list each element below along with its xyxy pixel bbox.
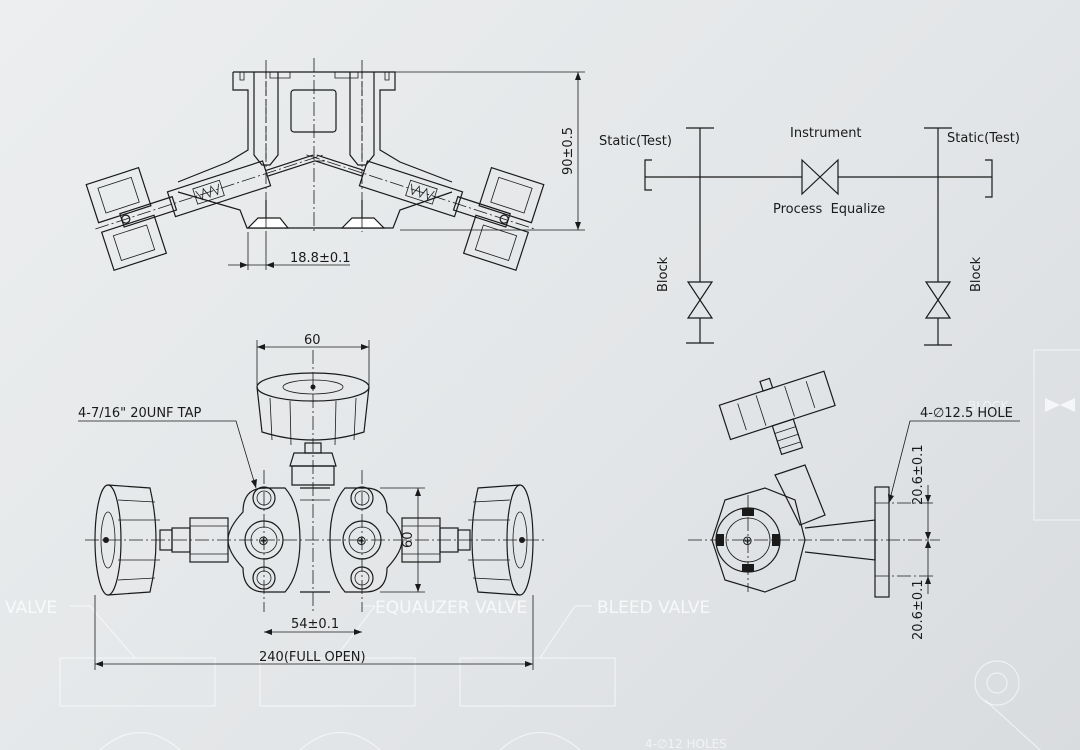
lower-spacing-dimension-label: 20.6±0.1 xyxy=(911,579,926,640)
left-handwheel xyxy=(94,484,160,596)
height-dimension-label: 90±0.5 xyxy=(561,127,576,175)
side-view: ⊕ 4-∅12.5 HOLE 20.6±0.1 20.6±0.1 xyxy=(688,370,1020,640)
side-view-center-mark: ⊕ xyxy=(742,534,753,549)
left-block-valve-symbol xyxy=(686,281,714,319)
instrument-label: Instrument xyxy=(790,126,862,141)
process-equalize-label: Process Equalize xyxy=(773,202,885,217)
top-view-center-window xyxy=(290,89,337,133)
top-view-body-outline xyxy=(177,71,453,229)
right-port-mark: ⊕ xyxy=(356,534,367,549)
watermark-bleed-label: BLEED VALVE xyxy=(597,598,710,618)
side-view-handle xyxy=(718,370,836,456)
left-handle-assembly xyxy=(85,154,324,272)
watermark-holes-label: 4-∅12 HOLES xyxy=(645,737,727,750)
upper-spacing-dimension-label: 20.6±0.1 xyxy=(911,444,926,505)
left-seat xyxy=(246,217,290,229)
equalize-valve-symbol xyxy=(801,158,839,196)
background-watermark: VALVE EQUAUZER VALVE BLEED VALVE BLOCK 4… xyxy=(5,349,1080,750)
body-height-dimension-label: 60 xyxy=(401,531,416,548)
valve-schematic: Static(Test) Static(Test) Instrument Pro… xyxy=(599,126,1020,346)
watermark-valve-icon xyxy=(1045,398,1075,412)
hole-spacing-dimension-label: 54±0.1 xyxy=(291,617,339,632)
front-view: ⊕ ⊕ xyxy=(78,333,545,670)
watermark-valve-label: VALVE xyxy=(5,598,57,618)
overall-length-dimension-label: 240(FULL OPEN) xyxy=(259,650,366,665)
tap-note-label: 4-7/16" 20UNF TAP xyxy=(78,406,201,421)
right-static-label: Static(Test) xyxy=(947,131,1020,146)
watermark-equalizer-label: EQUAUZER VALVE xyxy=(375,598,527,618)
right-block-valve-symbol xyxy=(924,281,952,319)
left-port-mark: ⊕ xyxy=(258,534,269,549)
side-view-bonnet xyxy=(774,464,826,526)
right-handle-assembly xyxy=(306,154,545,272)
side-view-flange xyxy=(874,486,890,598)
handle-width-dimension-label: 60 xyxy=(304,333,321,348)
watermark-block-label: BLOCK xyxy=(968,399,1009,413)
right-seat xyxy=(340,217,386,229)
left-block-label: Block xyxy=(656,256,671,292)
right-block-label: Block xyxy=(969,256,984,292)
side-view-octagon-body xyxy=(711,487,806,593)
top-view: 90±0.5 18.8±0.1 xyxy=(85,58,585,272)
offset-dimension-label: 18.8±0.1 xyxy=(290,251,351,266)
left-static-label: Static(Test) xyxy=(599,134,672,149)
hole-note-label: 4-∅12.5 HOLE xyxy=(920,406,1013,421)
